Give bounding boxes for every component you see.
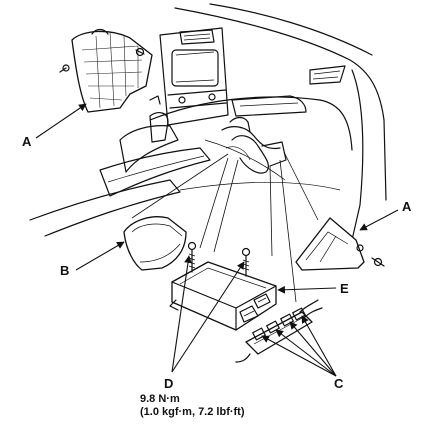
torque-spec-imperial: (1.0 kgf·m, 7.2 lbf·ft): [140, 406, 245, 418]
bolt-left: [187, 241, 197, 273]
bolt-right: [241, 247, 251, 277]
kick-panel-left: [59, 28, 161, 113]
torque-spec-metric: 9.8 N·m: [140, 393, 180, 405]
leader-lines: [35, 103, 399, 377]
callout-a-left: A: [22, 134, 32, 149]
control-unit-e: [169, 261, 277, 331]
callout-c: C: [334, 376, 344, 391]
callout-e: E: [340, 281, 349, 296]
guide-lines: [131, 151, 319, 303]
callout-a-right: A: [402, 199, 412, 214]
callout-d: D: [164, 376, 173, 391]
kick-panel-right: [295, 217, 385, 271]
dashboard-interior: [29, 3, 387, 241]
callout-b: B: [60, 263, 69, 278]
cover-b: [123, 216, 187, 271]
